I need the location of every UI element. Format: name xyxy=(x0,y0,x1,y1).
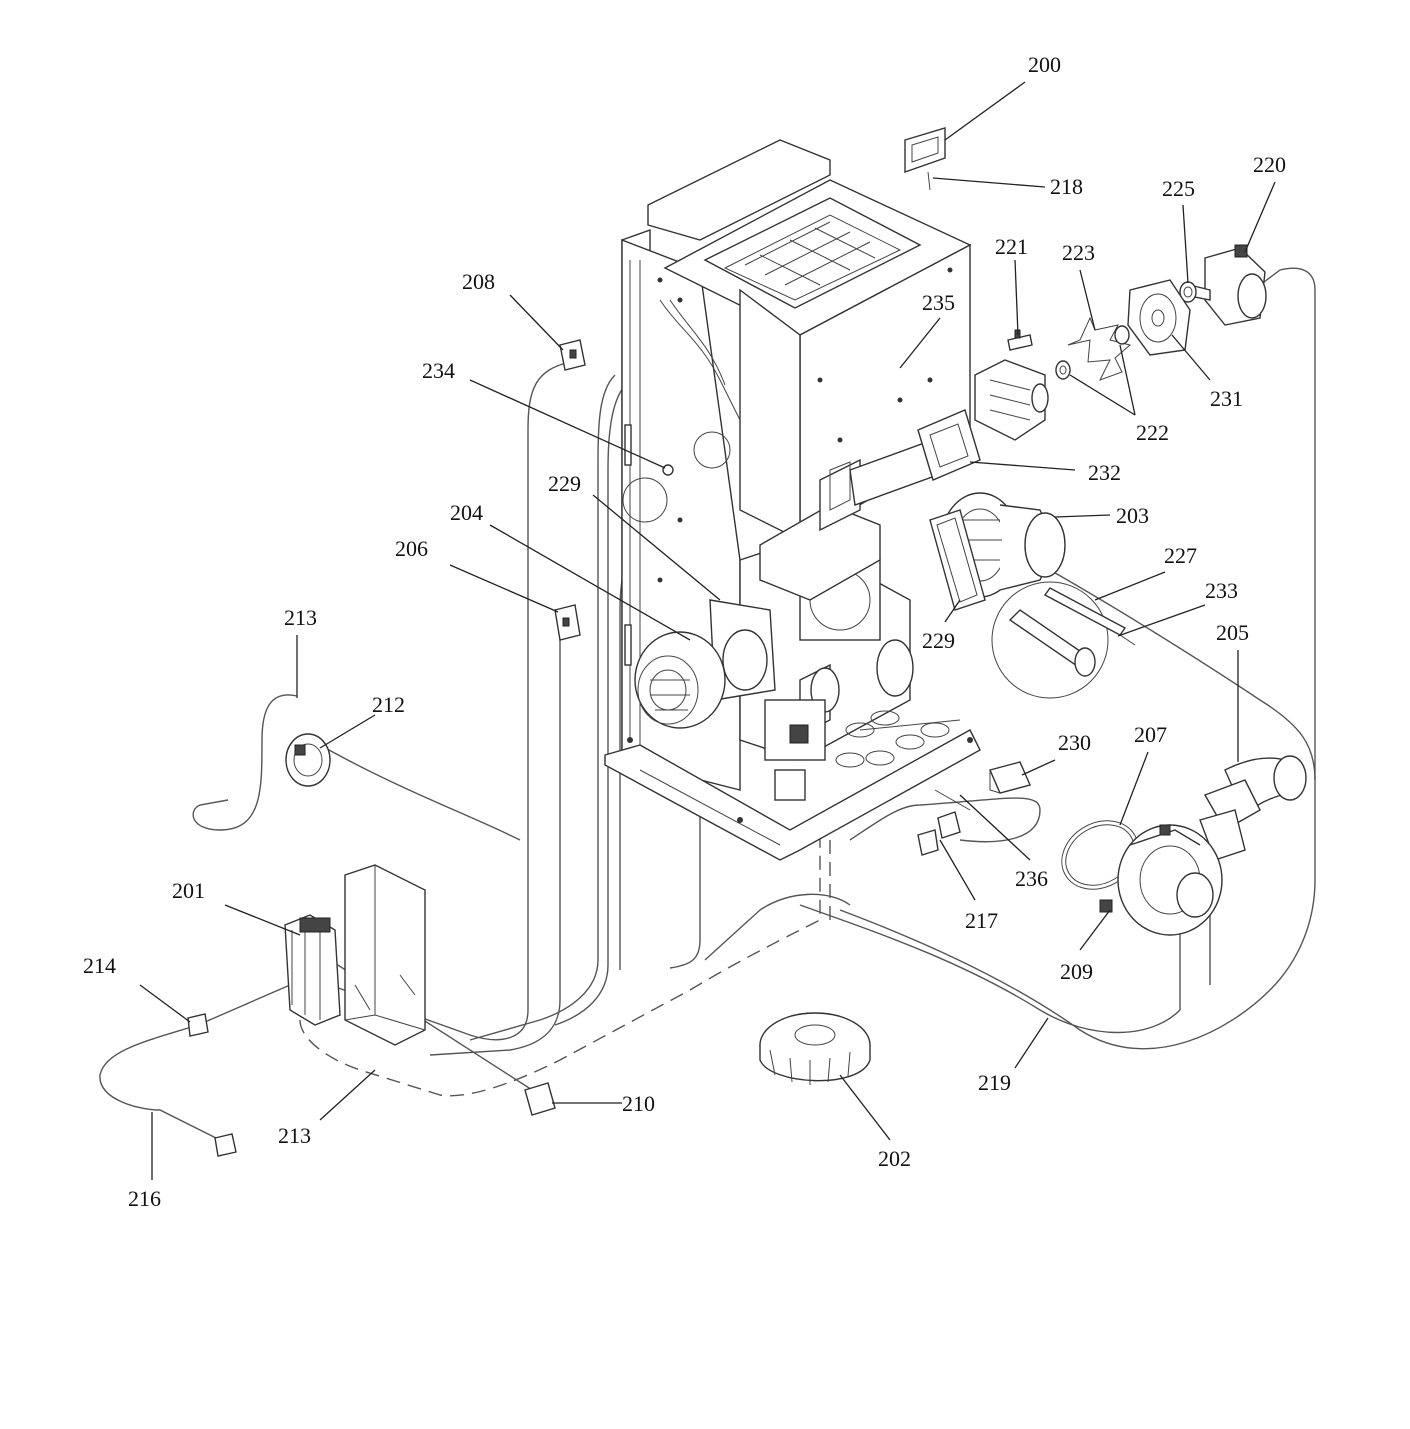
label-231: 231 xyxy=(1210,386,1243,411)
label-203: 203 xyxy=(1116,503,1149,528)
sensor-210 xyxy=(524,1082,556,1116)
label-223: 223 xyxy=(1062,240,1095,265)
elbow-pipe-205 xyxy=(1199,755,1307,861)
label-208: 208 xyxy=(462,269,495,294)
feeder-assembly xyxy=(974,359,1049,441)
label-214: 214 xyxy=(83,953,116,978)
control-display-200 xyxy=(904,127,946,191)
impeller-202 xyxy=(759,1012,871,1085)
label-225: 225 xyxy=(1162,176,1195,201)
label-200: 200 xyxy=(1028,52,1061,77)
boiler-cabinet xyxy=(604,139,981,861)
gear-motor-220 xyxy=(1189,244,1267,326)
label-217: 217 xyxy=(965,908,998,933)
label-216: 216 xyxy=(128,1186,161,1211)
agitator-223 xyxy=(1067,316,1132,381)
label-218: 218 xyxy=(1050,174,1083,199)
label-222: 222 xyxy=(1136,420,1169,445)
detail-circle-227 xyxy=(991,581,1136,699)
label-202: 202 xyxy=(878,1146,911,1171)
fan-204 xyxy=(634,599,776,729)
sensor-221 xyxy=(1007,329,1033,351)
label-213-top: 213 xyxy=(284,605,317,630)
label-205: 205 xyxy=(1216,620,1249,645)
label-204: 204 xyxy=(450,500,483,525)
gasket-229-right xyxy=(929,509,986,611)
screw-dots xyxy=(627,267,973,823)
electrical-box xyxy=(344,864,426,1046)
label-213-bottom: 213 xyxy=(278,1123,311,1148)
label-236: 236 xyxy=(1015,866,1048,891)
washer-222 xyxy=(1055,360,1071,380)
label-234: 234 xyxy=(422,358,455,383)
igniter-236 xyxy=(934,789,971,811)
connector-216 xyxy=(214,1133,237,1157)
label-207: 207 xyxy=(1134,722,1167,747)
sensor-206 xyxy=(554,604,581,641)
label-210: 210 xyxy=(622,1091,655,1116)
gasket-232 xyxy=(917,409,981,481)
switch-217 xyxy=(917,811,961,856)
transformer-230 xyxy=(989,761,1031,794)
pressure-switch-212 xyxy=(285,733,331,787)
label-232: 232 xyxy=(1088,460,1121,485)
label-219: 219 xyxy=(978,1070,1011,1095)
blower-209 xyxy=(1099,824,1223,936)
leader-lines xyxy=(139,81,1276,1180)
label-229-right: 229 xyxy=(922,628,955,653)
label-230: 230 xyxy=(1058,730,1091,755)
label-220: 220 xyxy=(1253,152,1286,177)
label-229-left: 229 xyxy=(548,471,581,496)
label-209: 209 xyxy=(1060,959,1093,984)
label-201: 201 xyxy=(172,878,205,903)
label-212: 212 xyxy=(372,692,405,717)
connector-214 xyxy=(187,1013,209,1037)
label-235: 235 xyxy=(922,290,955,315)
bushing-225 xyxy=(1179,281,1197,303)
label-206: 206 xyxy=(395,536,428,561)
control-board-201 xyxy=(284,914,341,1026)
part-labels: 200 218 220 225 221 223 208 235 231 234 … xyxy=(83,52,1286,1211)
label-233: 233 xyxy=(1205,578,1238,603)
sensor-208 xyxy=(559,339,586,371)
label-221: 221 xyxy=(995,234,1028,259)
oring-207 xyxy=(1061,820,1139,890)
label-227: 227 xyxy=(1164,543,1197,568)
probe-234 xyxy=(662,464,674,476)
